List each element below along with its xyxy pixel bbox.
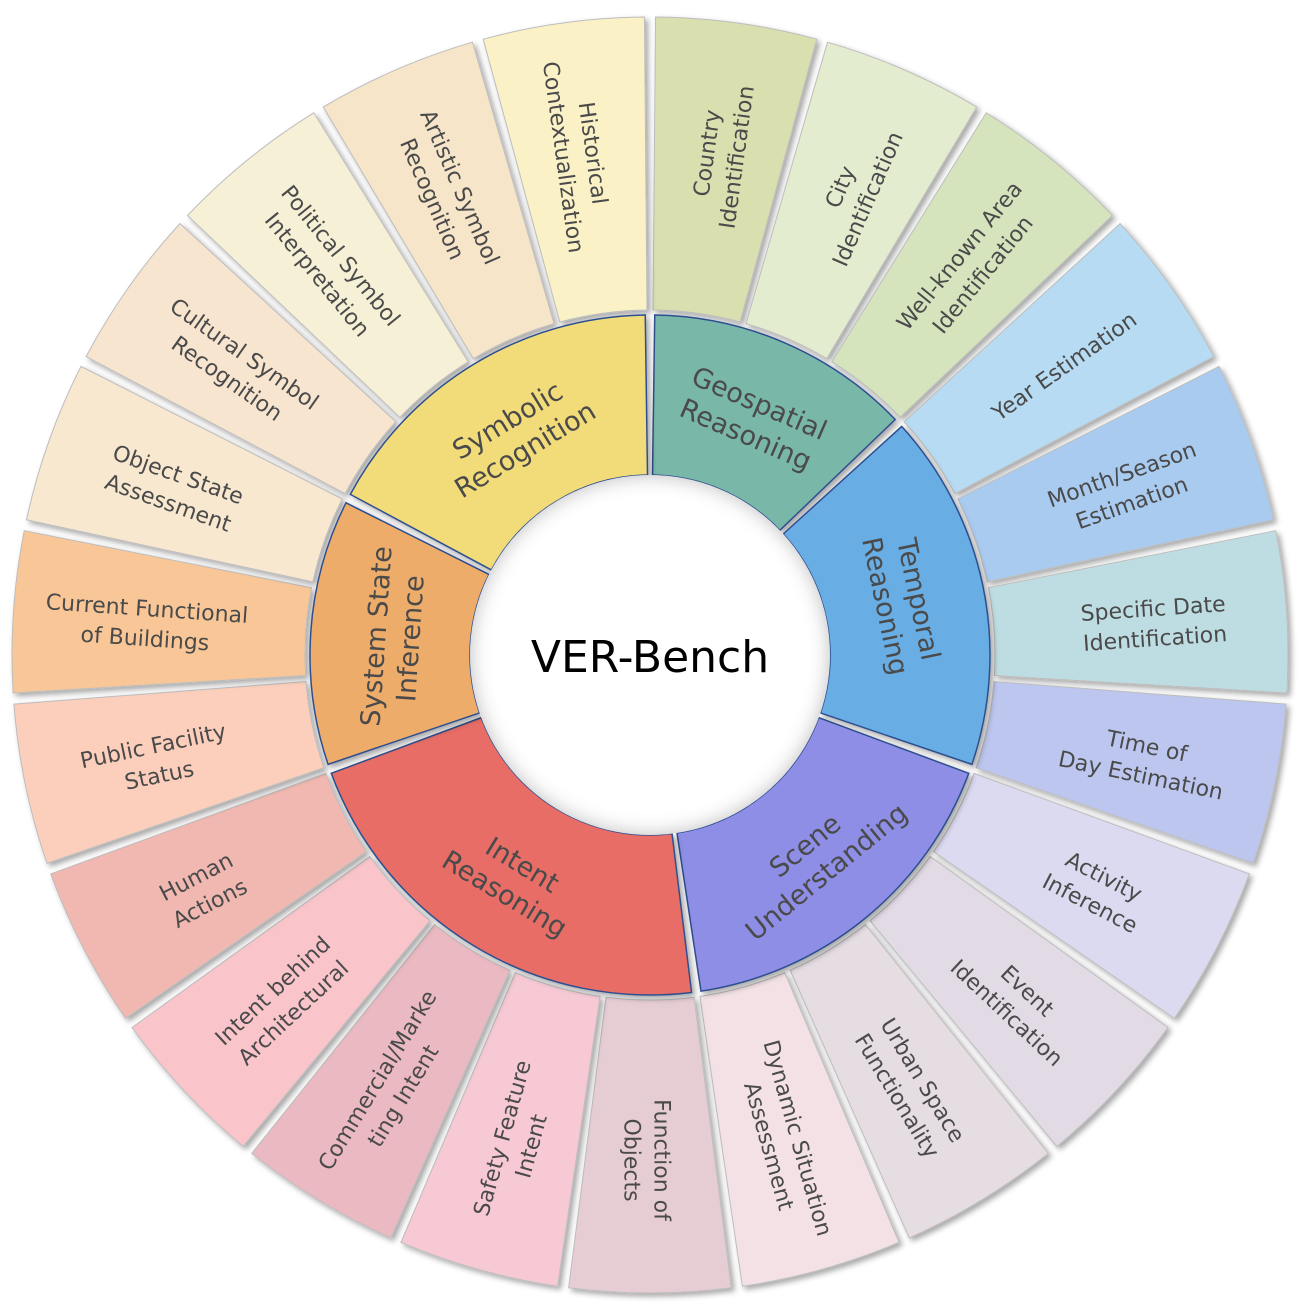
subcategory-cultural-symbol-recognition [85, 222, 397, 495]
subcategory-artistic-symbol-recognition [322, 41, 555, 360]
center-hub: VER-Bench [470, 475, 830, 835]
subcategory-activity-inference [932, 772, 1250, 1020]
subcategory-month-season-estimation [957, 365, 1275, 583]
subcategory-urban-space-functionality [789, 923, 1050, 1239]
subcategory-year-estimation [903, 222, 1215, 495]
category-scene-understanding [676, 716, 970, 993]
subcategory-safety-feature-intent [400, 971, 601, 1287]
subcategory-event-identification [869, 855, 1169, 1148]
subcategory-well-known-area-identification [831, 112, 1114, 419]
subcategory-specific-date-identification [987, 530, 1289, 694]
subcategory-commercial-marke-ting-intent [250, 923, 511, 1239]
subcategory-object-state-assessment [25, 365, 343, 583]
subcategory-human-actions [50, 772, 368, 1020]
subcategory-label-function-of-objects-line: Function of [649, 1099, 674, 1222]
subcategory-intent-behind-architectural [131, 855, 431, 1148]
subcategory-city-identification [745, 41, 978, 360]
inner-ring: GeospatialReasoningTemporalReasoningScen… [309, 314, 991, 996]
subcategory-dynamic-situation-assessment [699, 971, 900, 1287]
center-title: VER-Bench [531, 632, 769, 683]
subcategory-country-identification [652, 16, 818, 323]
subcategory-current-functional-of-buildings [11, 530, 313, 694]
subcategory-label-function-of-objects-line: Objects [619, 1118, 644, 1201]
subcategory-time-of-day-estimation [975, 681, 1287, 865]
subcategory-function-of-objects [568, 996, 732, 1294]
subcategory-public-facility-status [13, 681, 325, 865]
subcategory-historical-contextualization [482, 16, 648, 323]
subcategory-political-symbol-interpretation [186, 112, 469, 419]
category-symbolic-recognition [349, 314, 649, 571]
center-circle [470, 475, 830, 835]
